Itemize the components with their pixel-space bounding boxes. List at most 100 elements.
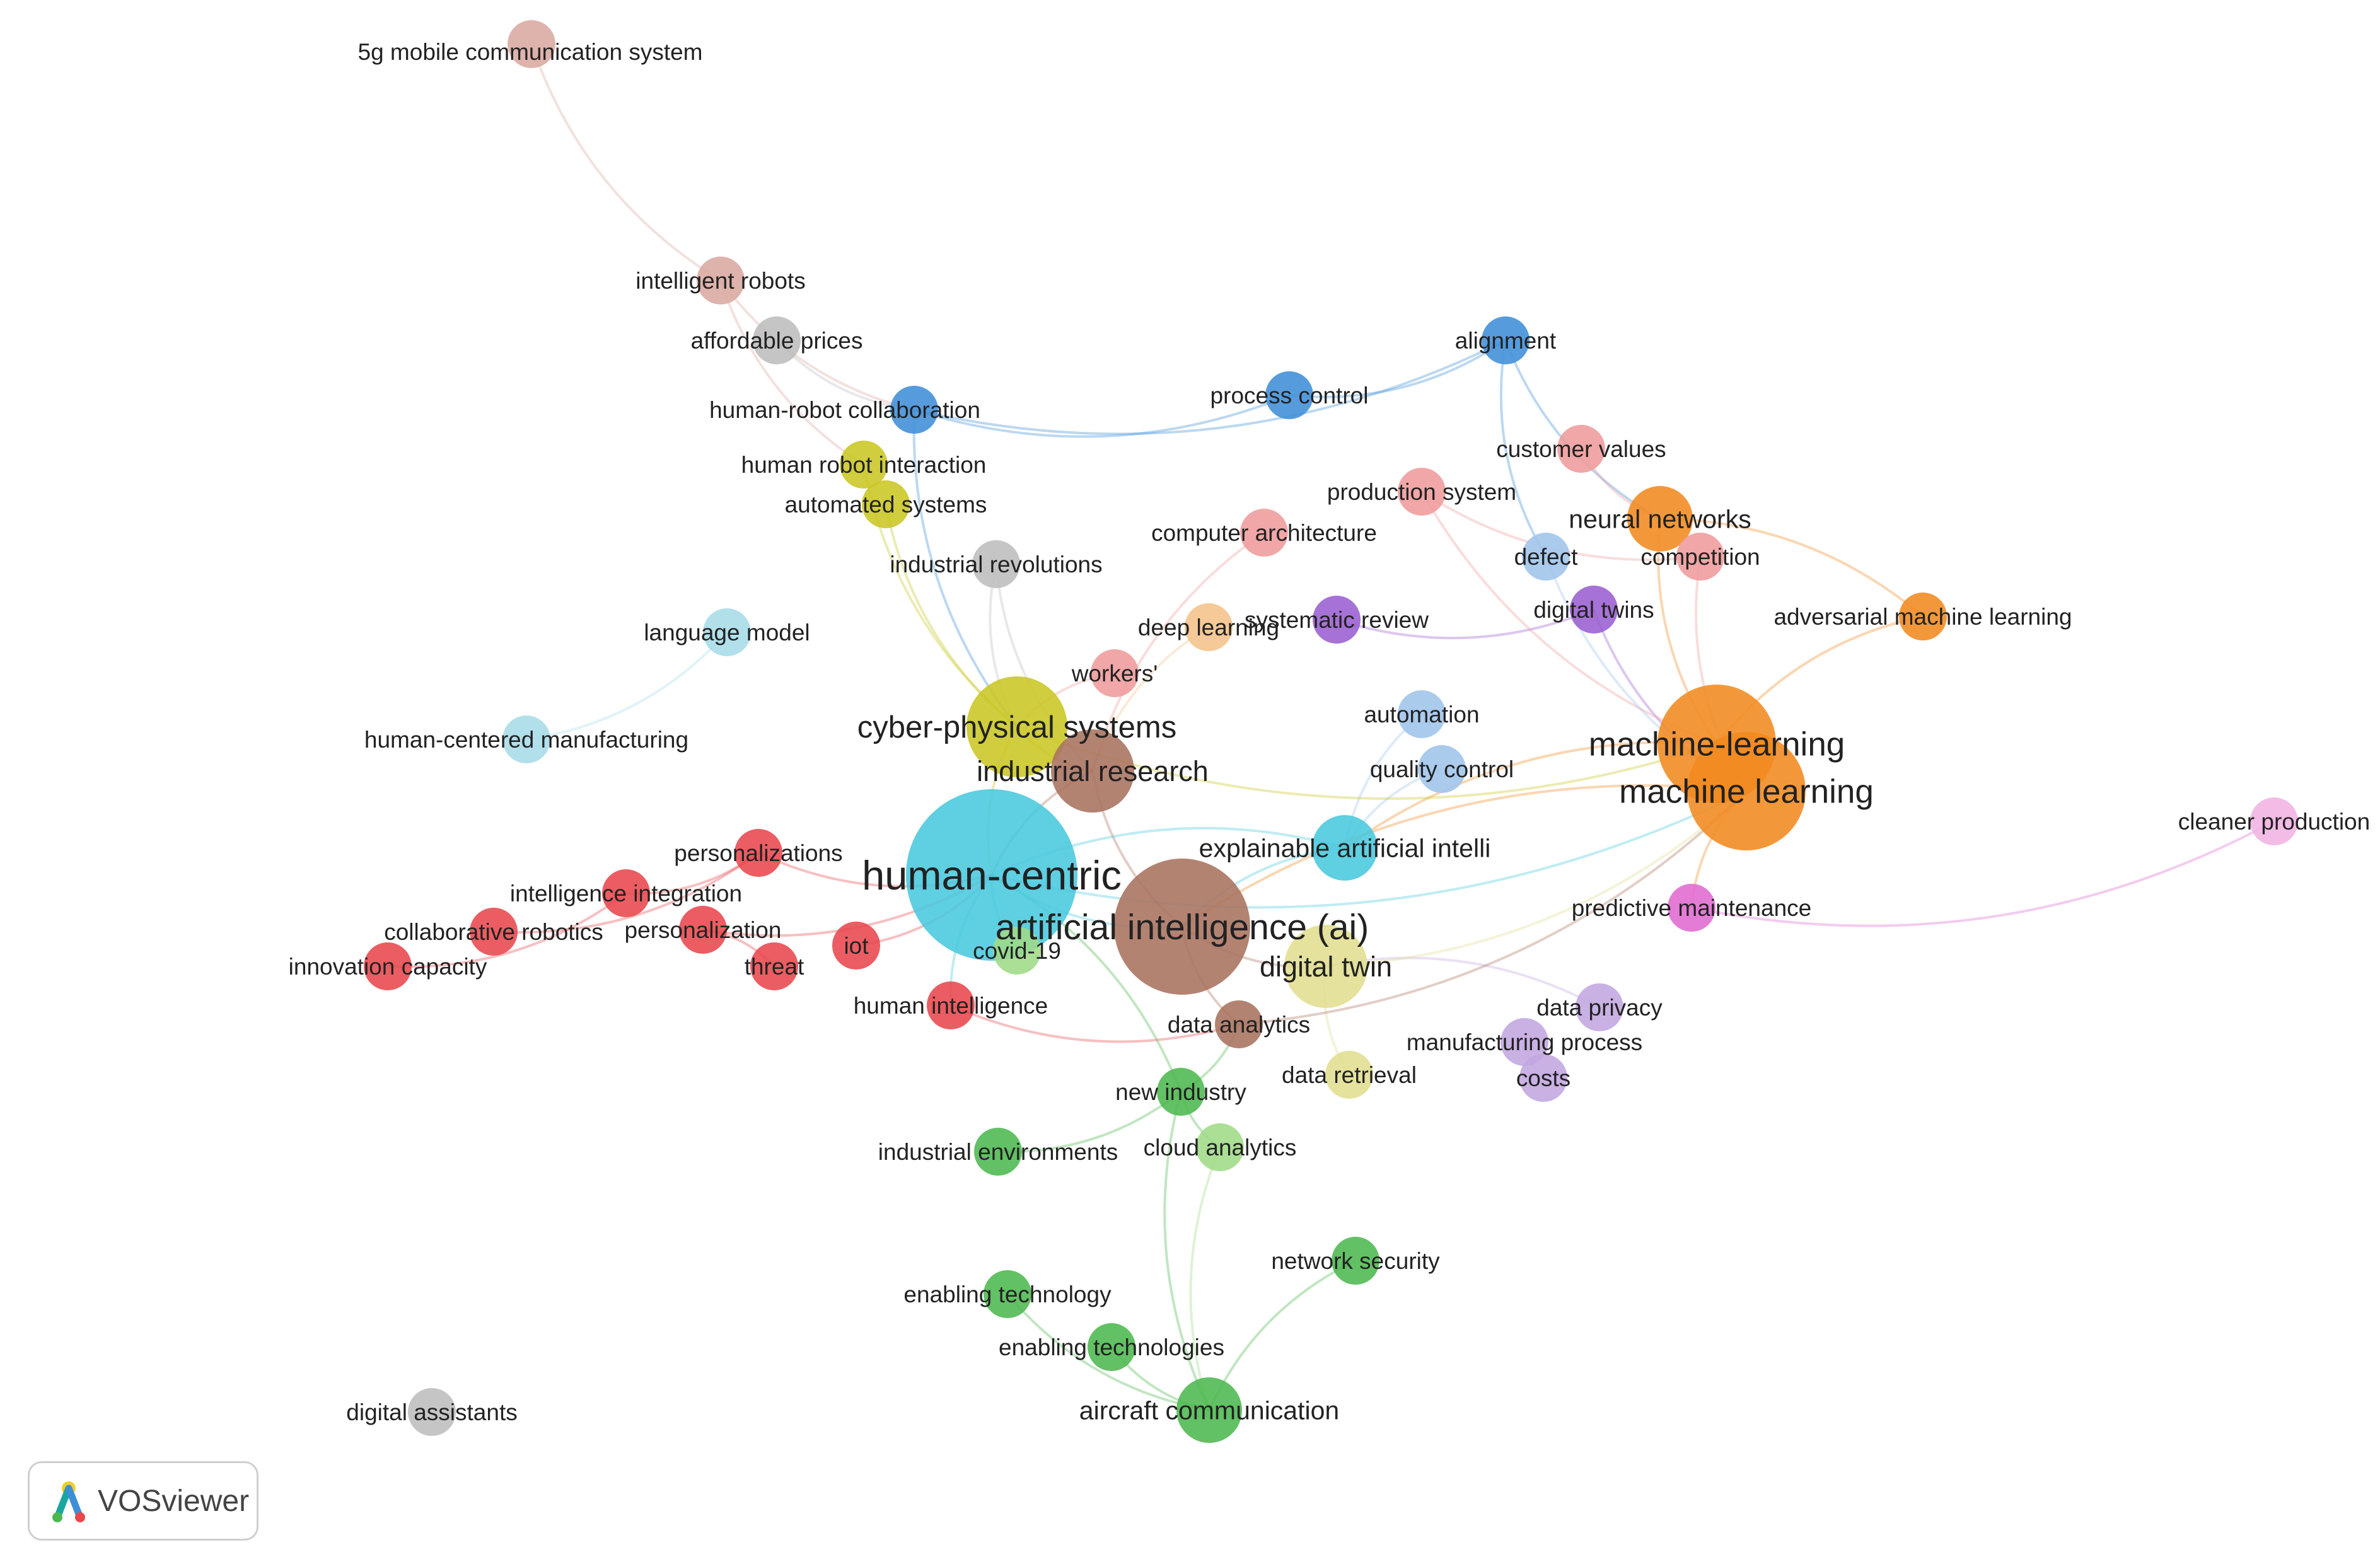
node-enabling-technologies[interactable] [1088,1323,1135,1371]
node-workers[interactable] [1091,649,1139,697]
link-innovation-capacity-intelligence-integration [387,892,627,968]
node-costs[interactable] [1519,1054,1567,1102]
vosviewer-logo-icon [52,1481,85,1522]
node-alignment[interactable] [1482,316,1530,364]
badge-label: VOSviewer [98,1484,250,1518]
label-human-centric: human-centric [862,852,1122,898]
node-defect[interactable] [1522,533,1570,581]
node-industrial-revolutions[interactable] [972,540,1020,588]
label-predictive-maintenance: predictive maintenance [1572,895,1812,921]
node-customer-values[interactable] [1557,425,1605,473]
label-industrial-research: industrial research [977,755,1209,787]
node-ai[interactable] [1114,859,1250,995]
node-iot[interactable] [832,922,880,970]
label-human-intelligence: human intelligence [854,993,1048,1019]
vosviewer-badge[interactable]: VOSviewer [28,1461,258,1541]
node-production-system[interactable] [1398,468,1446,516]
link-data-analytics-machine-learning [1238,790,1748,1026]
node-enabling-technology[interactable] [984,1270,1031,1318]
node-human-centric[interactable] [906,789,1077,961]
link-hrc-process-control [914,394,1290,438]
label-digital-assistants: digital assistants [346,1399,517,1425]
node-data-analytics[interactable] [1215,1000,1263,1048]
node-competition[interactable] [1676,533,1724,581]
link-process-control-alignment [1289,339,1507,398]
label-iot: iot [844,933,869,959]
label-ai: artificial intelligence (ai) [996,907,1369,947]
node-cps[interactable] [967,676,1067,777]
label-layer: 5g mobile communication systemintelligen… [289,39,2371,1425]
link-collaborative-robotics-personalizations [493,852,760,934]
label-affordable-prices: affordable prices [691,328,863,354]
node-covid-19[interactable] [993,927,1041,975]
node-intelligent-robots[interactable] [697,257,745,304]
node-machine-learning[interactable] [1687,732,1806,850]
label-workers: workers' [1071,661,1158,686]
node-human-intelligence[interactable] [927,981,975,1029]
node-neural-networks[interactable] [1627,486,1693,552]
node-cleaner-production[interactable] [2250,797,2298,845]
label-cps: cyber-physical systems [857,710,1176,744]
label-defect: defect [1514,544,1579,570]
label-enabling-technology: enabling technology [903,1282,1112,1307]
node-data-privacy[interactable] [1576,983,1623,1031]
link-cloud-analytics-aircraft-communication [1189,1147,1221,1411]
node-industrial-research[interactable] [1051,729,1134,813]
label-industrial-revolutions: industrial revolutions [890,552,1102,577]
node-innovation-capacity[interactable] [364,942,412,990]
node-new-industry[interactable] [1157,1068,1205,1116]
node-hri[interactable] [840,441,888,489]
link-systematic-review-digital-twins [1336,608,1594,640]
node-digital-twins[interactable] [1570,586,1618,634]
node-5g[interactable] [508,20,555,68]
node-digital-twin[interactable] [1284,925,1367,1008]
label-cloud-analytics: cloud analytics [1144,1135,1297,1161]
label-machine-learning: machine learning [1619,773,1874,811]
node-process-control[interactable] [1265,371,1313,419]
node-computer-architecture[interactable] [1240,509,1288,557]
link-hrc-alignment [914,339,1506,436]
label-hcm: human-centered manufacturing [364,727,688,753]
node-hcm[interactable] [502,715,550,763]
node-personalizations[interactable] [734,829,782,877]
link-aml-neural-networks [1659,518,1924,618]
label-neural-networks: neural networks [1569,504,1751,533]
node-language-model[interactable] [703,608,751,656]
node-industrial-environments[interactable] [974,1128,1022,1176]
node-systematic-review[interactable] [1313,596,1361,644]
node-threat[interactable] [750,942,798,990]
node-digital-assistants[interactable] [408,1388,456,1436]
node-predictive-maintenance[interactable] [1668,884,1715,932]
link-human-intelligence-data-analytics [950,1004,1239,1043]
node-aircraft-communication[interactable] [1176,1377,1242,1443]
node-personalization[interactable] [679,906,727,954]
node-automated-systems[interactable] [862,480,910,528]
node-deep-learning[interactable] [1185,603,1233,651]
node-hrc[interactable] [890,386,938,434]
link-industrial-environments-new-industry [997,1091,1182,1154]
node-cloud-analytics[interactable] [1196,1123,1244,1171]
link-human-centric-machine-learning [991,790,1747,909]
node-network-security[interactable] [1332,1237,1379,1285]
label-alignment: alignment [1455,328,1557,354]
link-digital-twin-machine-learning [1325,790,1748,968]
label-covid-19: covid-19 [973,938,1061,964]
node-automation[interactable] [1398,690,1446,738]
label-hrc: human-robot collaboration [709,397,980,423]
node-manufacturing-process[interactable] [1501,1018,1548,1066]
label-deep-learning: deep learning [1138,615,1279,640]
node-affordable-prices[interactable] [753,316,801,364]
node-aml[interactable] [1899,593,1947,640]
label-competition: competition [1640,544,1760,570]
label-process-control: process control [1210,383,1369,408]
label-language-model: language model [644,620,810,645]
node-data-retrieval[interactable] [1325,1051,1373,1099]
node-intelligence-integration[interactable] [602,869,650,917]
node-collaborative-robotics[interactable] [470,908,518,956]
node-quality-control[interactable] [1418,745,1466,793]
label-threat: threat [745,954,804,980]
node-xai[interactable] [1312,815,1378,881]
label-computer-architecture: computer architecture [1151,520,1377,546]
link-alignment-defect [1499,340,1547,558]
